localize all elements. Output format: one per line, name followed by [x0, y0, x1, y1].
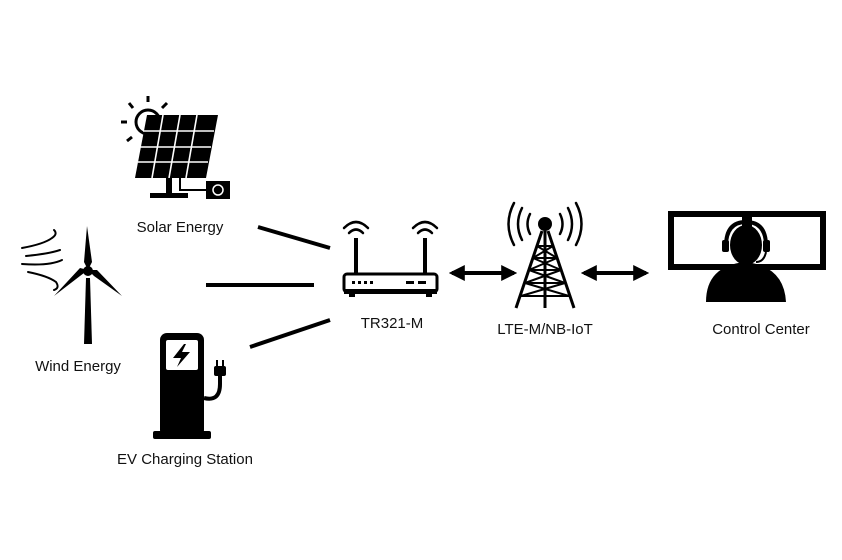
- solar-to-router-line: [257, 225, 331, 250]
- ev-charging-station-label: EV Charging Station: [117, 451, 253, 468]
- wind-turbine-icon: [21, 226, 122, 344]
- solar-panel-icon: [121, 96, 230, 199]
- wifi-signal-icon: [342, 220, 439, 235]
- router-label: TR321-M: [361, 315, 424, 332]
- wind-energy-label: Wind Energy: [35, 358, 121, 375]
- router-icon: [342, 220, 439, 297]
- ev-to-router-line: [249, 318, 331, 349]
- wind-icon: [21, 229, 63, 291]
- operator-monitors-icon: [668, 211, 826, 302]
- cell-tower-icon: [507, 201, 583, 309]
- ev-charger-icon: [153, 333, 226, 439]
- network-label: LTE-M/NB-IoT: [497, 321, 593, 338]
- control-center-label: Control Center: [712, 321, 810, 338]
- solar-energy-label: Solar Energy: [137, 219, 224, 236]
